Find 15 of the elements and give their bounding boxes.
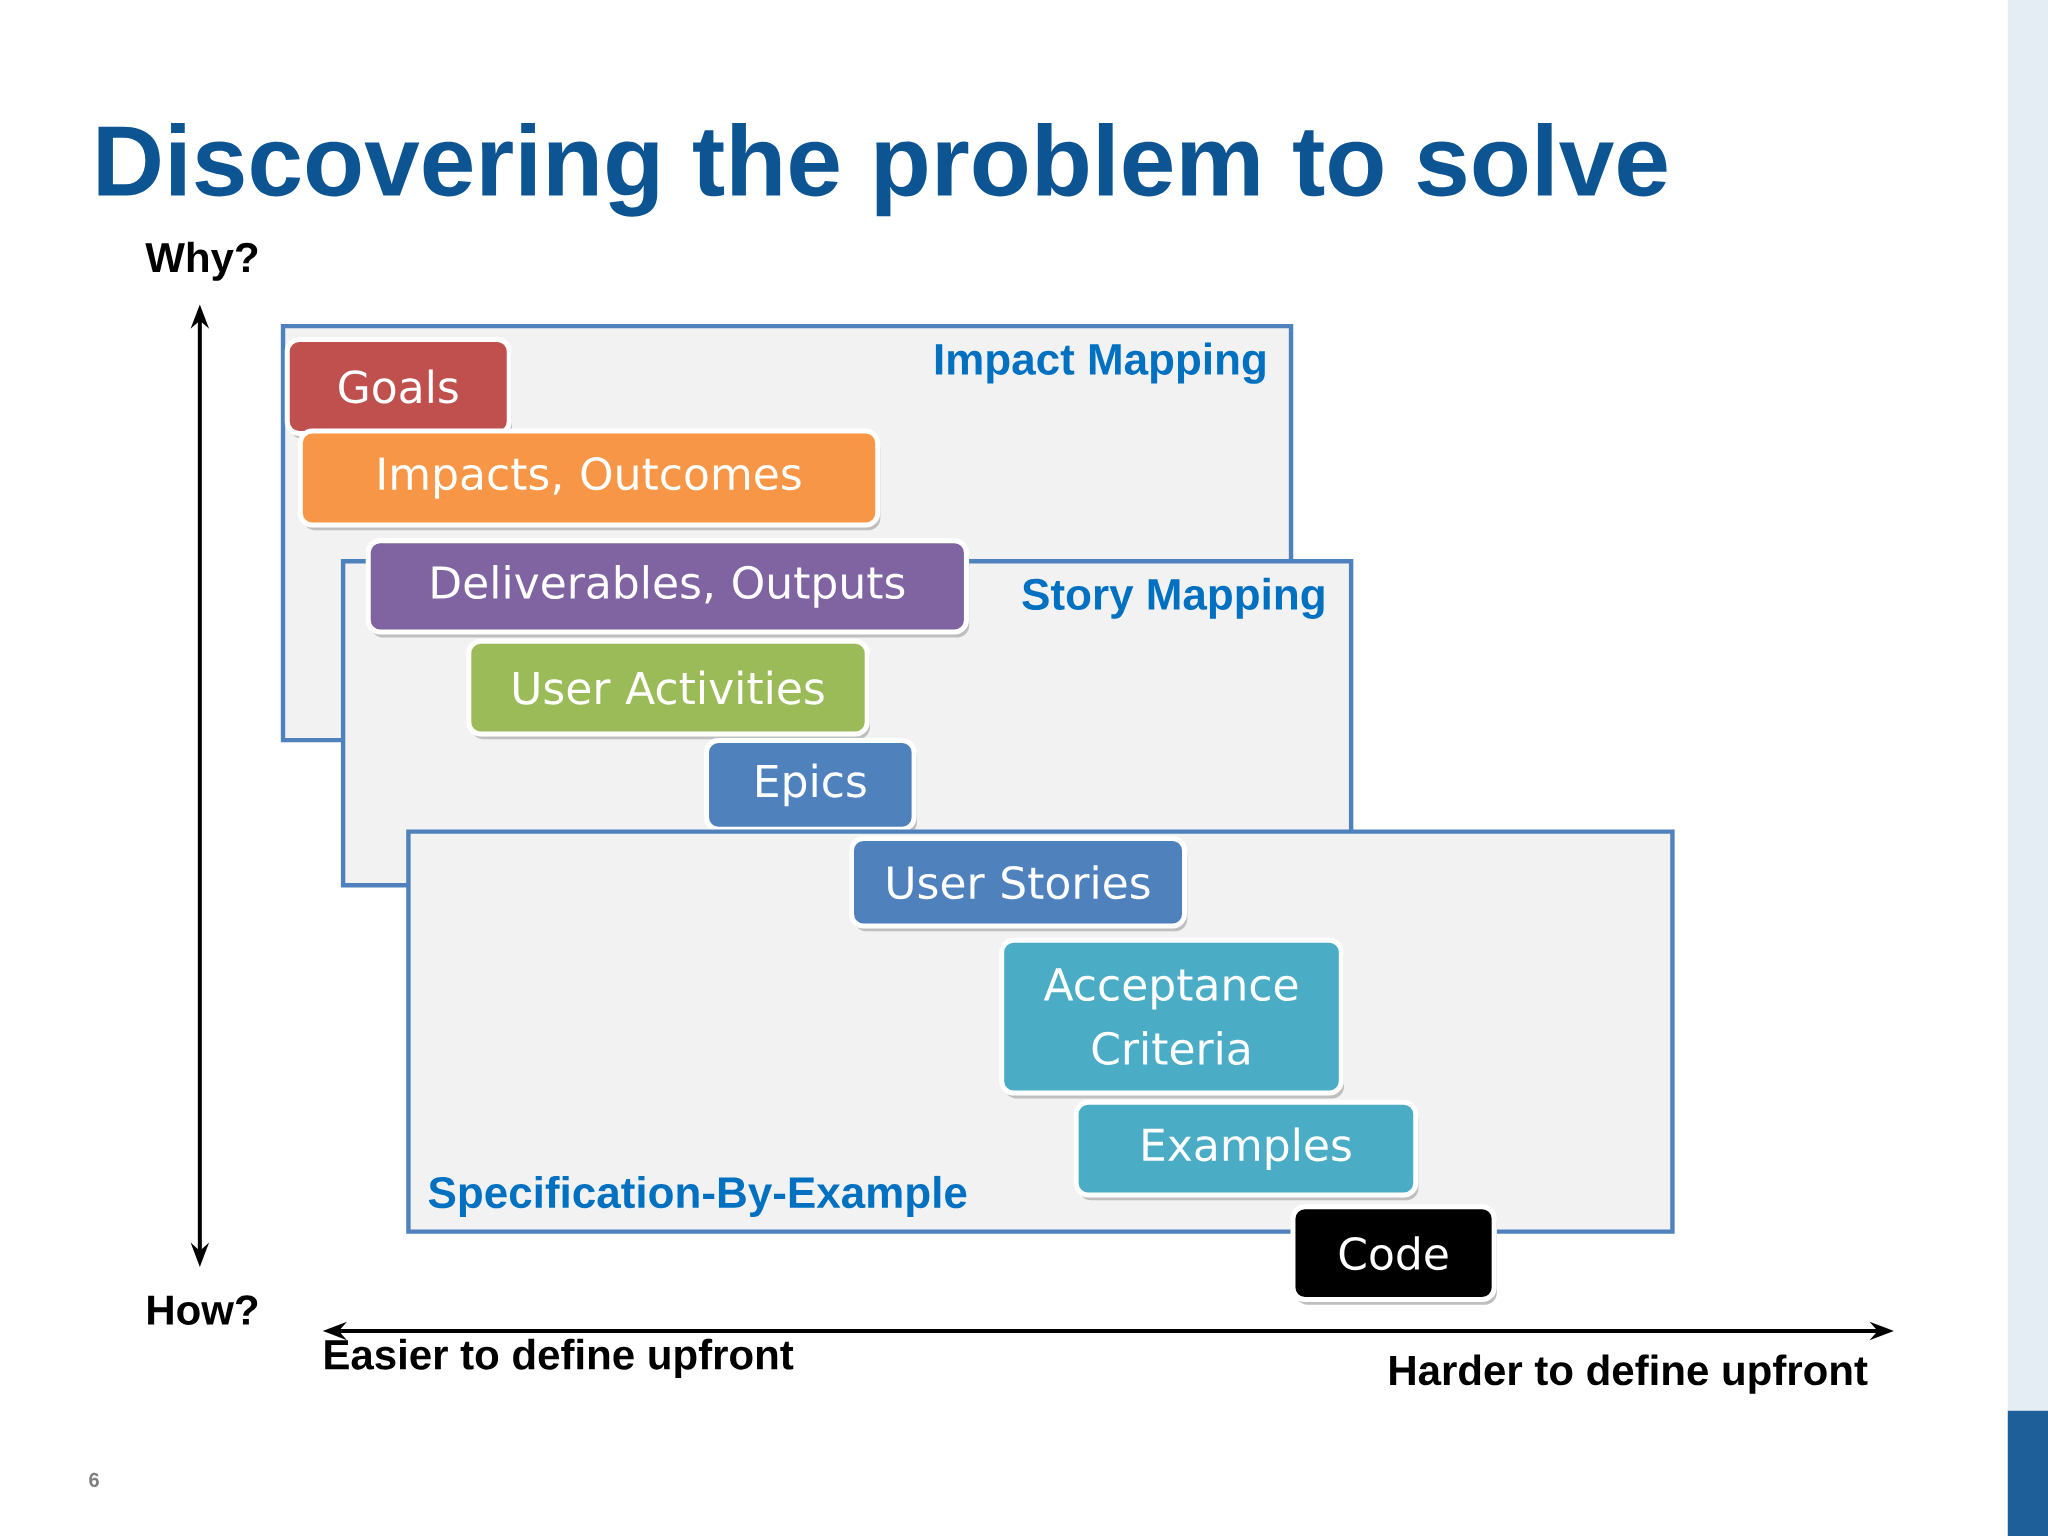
stage-box: Epics <box>704 737 917 835</box>
stage-box: Deliverables, Outputs <box>365 538 970 638</box>
axis-label: How? <box>148 1295 258 1325</box>
stage-box: Goals <box>284 337 512 439</box>
stage-box: User Activities <box>466 638 870 740</box>
axis-label: Easier to define upfront <box>325 1338 794 1378</box>
axis-label: Harder to define upfront <box>1390 1354 1868 1394</box>
stage-box: Examples <box>1073 1099 1419 1201</box>
stage-box: Code <box>1290 1204 1497 1305</box>
page-number: 6 <box>89 1472 99 1487</box>
stage-box: Impacts, Outcomes <box>297 428 881 531</box>
stage-box: Acceptance Criteria <box>999 937 1344 1099</box>
stage-box: User Stories <box>849 835 1188 932</box>
axis-label: Why? <box>145 241 258 281</box>
slide-title: Discovering the problem to solve <box>98 123 1667 217</box>
